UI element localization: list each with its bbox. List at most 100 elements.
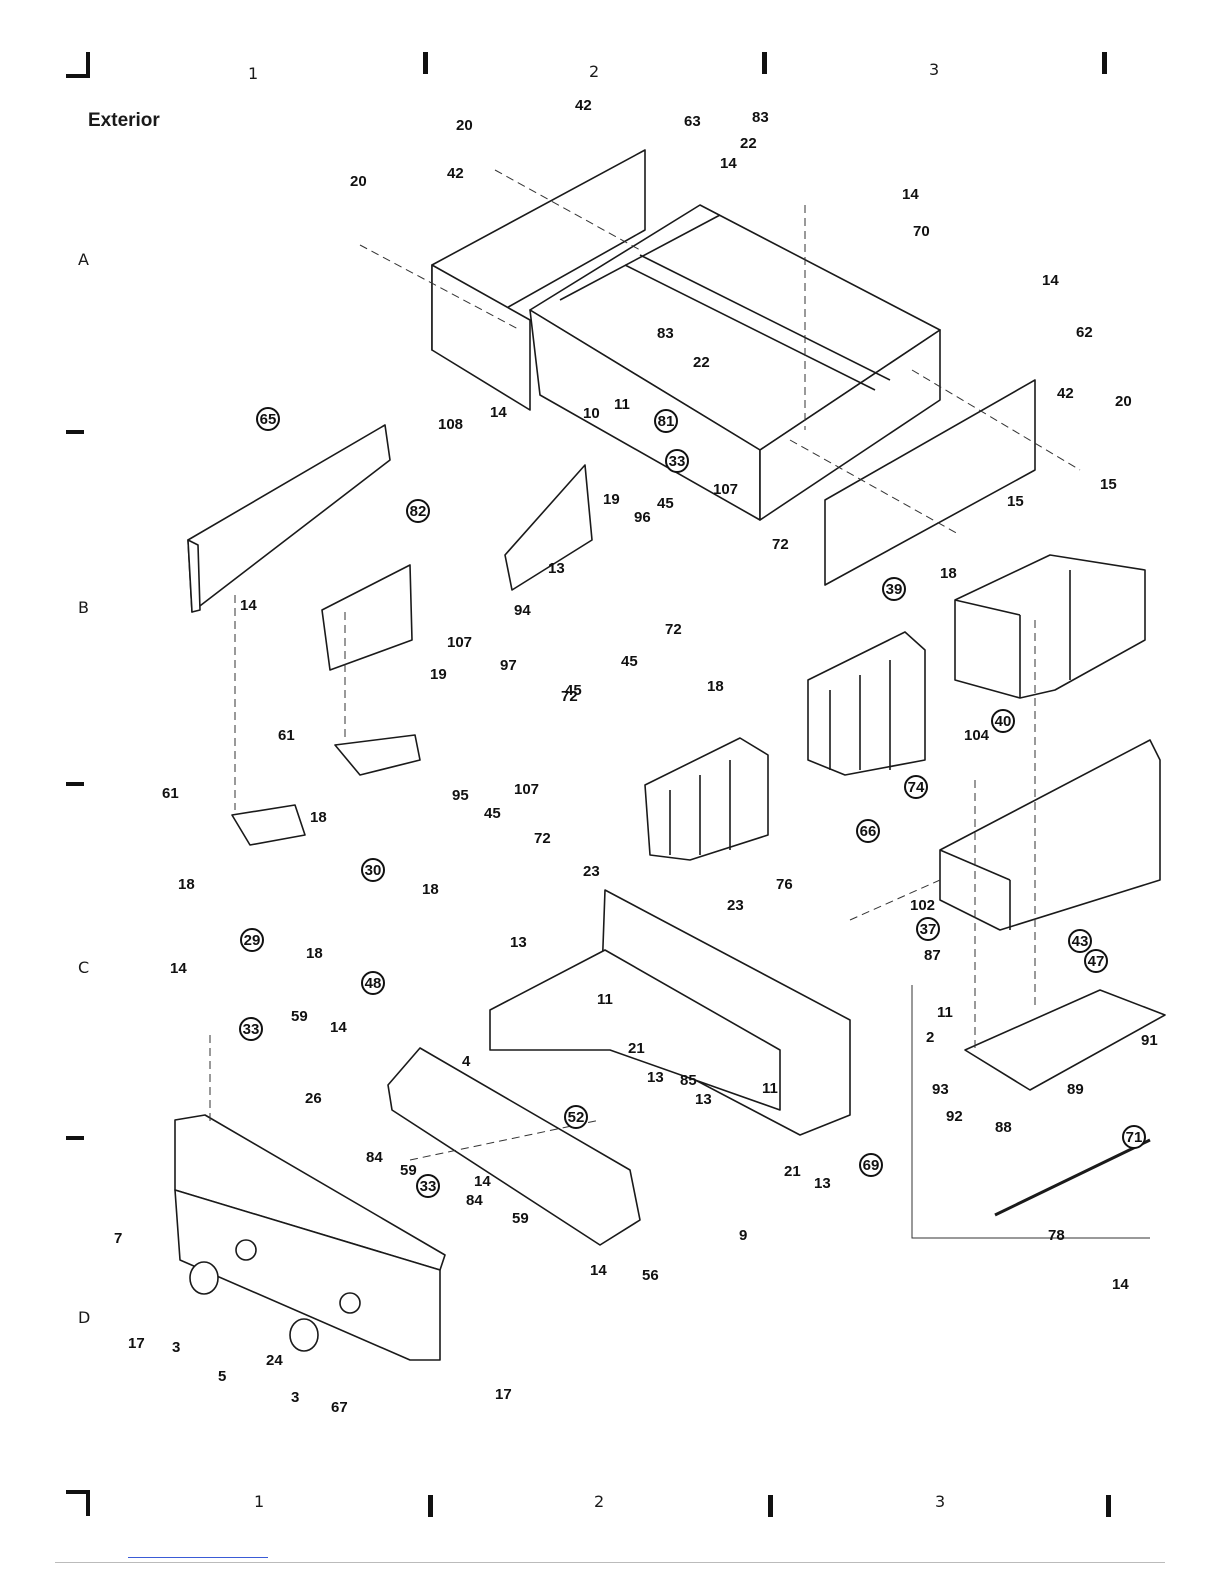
bracket-61: [334, 734, 421, 776]
part-label-14: 14: [720, 155, 737, 172]
part-number: 52: [568, 1109, 585, 1126]
part-label-47: 47: [1084, 949, 1108, 973]
part-label-76: 76: [776, 876, 793, 893]
part-number: 18: [940, 565, 957, 582]
part-number: 33: [420, 1178, 437, 1195]
part-label-69: 69: [859, 1153, 883, 1177]
part-number: 5: [218, 1368, 226, 1385]
part-label-59: 59: [291, 1008, 308, 1025]
part-label-24: 24: [266, 1352, 283, 1369]
part-label-85: 85: [680, 1072, 697, 1089]
part-number: 18: [422, 881, 439, 898]
part-number: 83: [657, 325, 674, 342]
part-label-42: 42: [575, 97, 592, 114]
part-label-94: 94: [514, 602, 531, 619]
grid-tick: [1106, 1495, 1111, 1517]
part-label-59: 59: [400, 1162, 417, 1179]
part-label-78: 78: [1048, 1227, 1065, 1244]
sub-panel: [387, 1047, 641, 1246]
part-label-87: 87: [924, 947, 941, 964]
part-number: 14: [1042, 272, 1059, 289]
part-number: 23: [583, 863, 600, 880]
part-label-3: 3: [291, 1389, 299, 1406]
part-label-82: 82: [406, 499, 430, 523]
part-number: 40: [995, 713, 1012, 730]
grid-column-2-top: 2: [589, 62, 600, 81]
part-label-59: 59: [512, 1210, 529, 1227]
capacitor-block-76: [644, 737, 769, 861]
part-number: 18: [707, 678, 724, 695]
part-number: 66: [860, 823, 877, 840]
part-number: 89: [1067, 1081, 1084, 1098]
part-label-61: 61: [278, 727, 295, 744]
part-number: 30: [365, 862, 382, 879]
grid-column-1-top: 1: [248, 64, 259, 83]
part-number: 15: [1007, 493, 1024, 510]
assembly-guides: [209, 169, 1081, 1161]
capacitor-block-74: [807, 631, 926, 776]
part-label-62: 62: [1076, 324, 1093, 341]
page-bottom-link-underline: [128, 1557, 268, 1558]
part-label-26: 26: [305, 1090, 322, 1107]
part-number: 13: [510, 934, 527, 951]
part-number: 13: [548, 560, 565, 577]
bracket-61: [231, 804, 306, 846]
rear-panel: [187, 424, 391, 613]
part-label-18: 18: [178, 876, 195, 893]
part-label-14: 14: [240, 597, 257, 614]
page-bottom-rule: [55, 1562, 1165, 1563]
part-number: 33: [669, 453, 686, 470]
part-number: 93: [932, 1081, 949, 1098]
part-label-45: 45: [484, 805, 501, 822]
part-label-13: 13: [647, 1069, 664, 1086]
transformer: [954, 554, 1146, 699]
part-label-83: 83: [657, 325, 674, 342]
part-number: 11: [937, 1004, 953, 1021]
part-number: 3: [172, 1339, 180, 1356]
part-label-91: 91: [1141, 1032, 1158, 1049]
part-number: 13: [814, 1175, 831, 1192]
part-label-45: 45: [621, 653, 638, 670]
part-number: 33: [243, 1021, 260, 1038]
part-number: 23: [727, 897, 744, 914]
part-label-29: 29: [240, 928, 264, 952]
part-number: 19: [603, 491, 620, 508]
part-label-13: 13: [548, 560, 565, 577]
grid-tick: [762, 52, 767, 74]
part-label-23: 23: [727, 897, 744, 914]
part-label-5: 5: [218, 1368, 226, 1385]
part-number: 59: [291, 1008, 308, 1025]
part-number: 63: [684, 113, 701, 130]
grid-row-c: C: [78, 958, 90, 977]
part-label-52: 52: [564, 1105, 588, 1129]
part-label-81: 81: [654, 409, 678, 433]
grid-tick: [768, 1495, 773, 1517]
part-label-14: 14: [1112, 1276, 1129, 1293]
page-title: Exterior: [88, 110, 160, 131]
part-number: 107: [713, 481, 738, 498]
part-number: 14: [474, 1173, 491, 1190]
part-label-20: 20: [456, 117, 473, 134]
part-label-11: 11: [937, 1004, 953, 1021]
part-label-19: 19: [430, 666, 447, 683]
top-cover-case: [529, 204, 941, 521]
part-label-14: 14: [902, 186, 919, 203]
part-label-83: 83: [752, 109, 769, 126]
part-number: 72: [561, 688, 578, 705]
part-number: 14: [330, 1019, 347, 1036]
part-label-2: 2: [926, 1029, 934, 1046]
part-number: 4: [462, 1053, 471, 1070]
part-number: 29: [244, 932, 261, 949]
part-number: 13: [647, 1069, 664, 1086]
part-label-17: 17: [495, 1386, 512, 1403]
part-number: 45: [484, 805, 501, 822]
part-number: 20: [456, 117, 473, 134]
part-label-10: 10: [583, 405, 600, 422]
part-number: 59: [512, 1210, 529, 1227]
part-number: 82: [410, 503, 427, 520]
part-label-9: 9: [739, 1227, 747, 1244]
part-number: 81: [658, 413, 675, 430]
part-label-107: 107: [713, 481, 738, 498]
part-number: 95: [452, 787, 469, 804]
part-number: 26: [305, 1090, 322, 1107]
